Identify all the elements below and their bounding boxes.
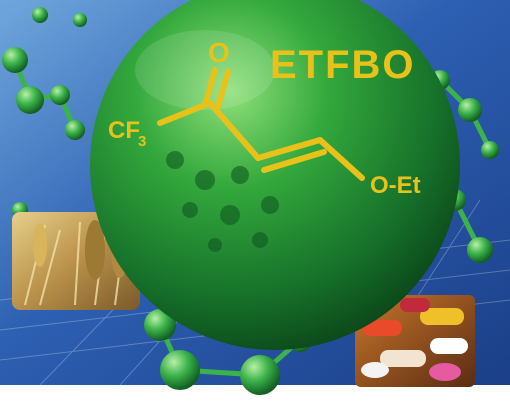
compound-name: ETFBO [270,43,416,87]
formula-bonds [157,67,365,181]
green-sphere [90,0,460,350]
cf-group-label: CF [108,117,140,144]
chemical-formula: O ETFBO CF 3 O-Et [108,37,421,199]
medication-pills-photo [355,295,475,387]
ether-group-label: O-Et [370,172,421,199]
sphere-emboss [166,151,279,252]
oxygen-atom-label: O [208,37,230,68]
background-molecules [2,7,499,395]
subscript-3: 3 [138,133,146,150]
